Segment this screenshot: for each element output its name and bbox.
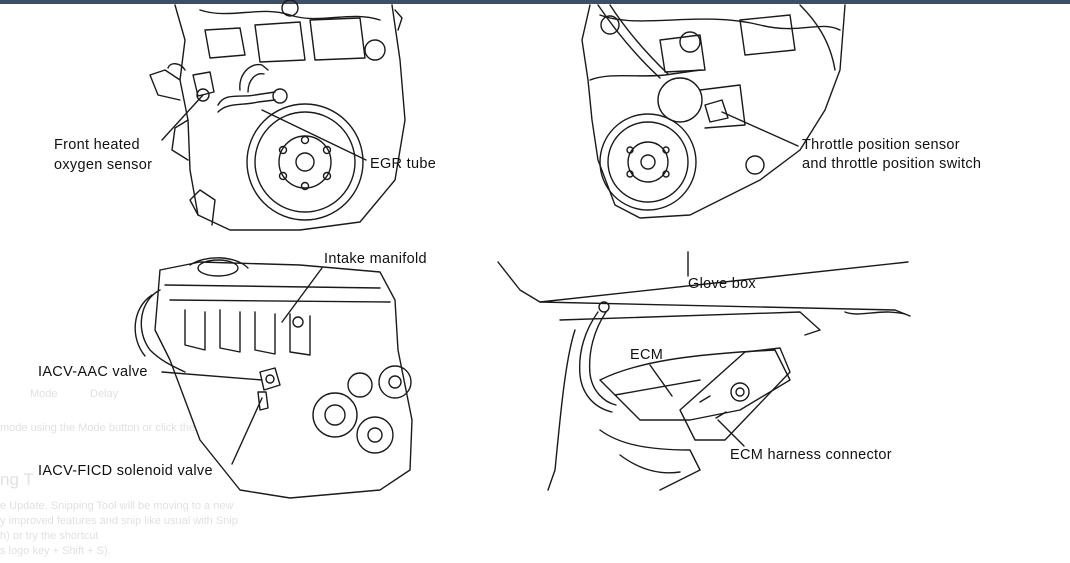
- ghost-body-3: h) or try the shortcut: [0, 530, 99, 542]
- engine-front-view-drawing: [149, 0, 406, 231]
- egr-tube-leader: [261, 109, 367, 161]
- ghost-mode-label: Mode: [30, 388, 58, 400]
- tps-leader: [721, 111, 799, 147]
- label-ecm: ECM: [630, 347, 664, 363]
- intake-manifold-leader: [281, 267, 323, 323]
- iacv-aac-leader: [161, 371, 263, 381]
- glove-box-ecm-drawing: [497, 261, 911, 491]
- label-oxygen-sensor: oxygen sensor: [54, 157, 153, 173]
- ghost-body-1: e Update, Snipping Tool will be moving t…: [0, 500, 234, 512]
- ghost-snipping-tool-overlay: Mode Delay mode using the Mode button or…: [0, 340, 300, 563]
- label-intake-manifold: Intake manifold: [324, 251, 427, 267]
- front-o2-leader: [161, 94, 204, 141]
- label-throttle-position-sensor: Throttle position sensor: [802, 137, 960, 153]
- label-egr-tube: EGR tube: [370, 156, 437, 172]
- label-throttle-position-switch: and throttle position switch: [802, 156, 982, 172]
- ecm-leader: [649, 364, 673, 397]
- label-front-heated: Front heated: [54, 137, 140, 153]
- ghost-body-4: s logo key + Shift + S).: [0, 545, 111, 557]
- window-top-border: [0, 0, 1070, 4]
- ghost-delay-label: Delay: [90, 388, 119, 400]
- iacv-ficd-leader: [231, 397, 263, 465]
- label-iacv-aac-valve: IACV-AAC valve: [38, 364, 148, 380]
- label-glove-box: Glove box: [688, 276, 756, 292]
- throttle-body-drawing: [581, 4, 846, 219]
- label-ecm-harness-connector: ECM harness connector: [730, 447, 892, 463]
- label-iacv-ficd-solenoid: IACV-FICD solenoid valve: [38, 463, 213, 479]
- ecm-harness-leader: [717, 419, 745, 447]
- ghost-hint-text: mode using the Mode button or click the: [0, 422, 196, 434]
- ghost-title: ng T: [0, 470, 34, 489]
- intake-manifold-drawing: [134, 257, 413, 499]
- ghost-body-2: y improved features and snip like usual …: [0, 515, 238, 527]
